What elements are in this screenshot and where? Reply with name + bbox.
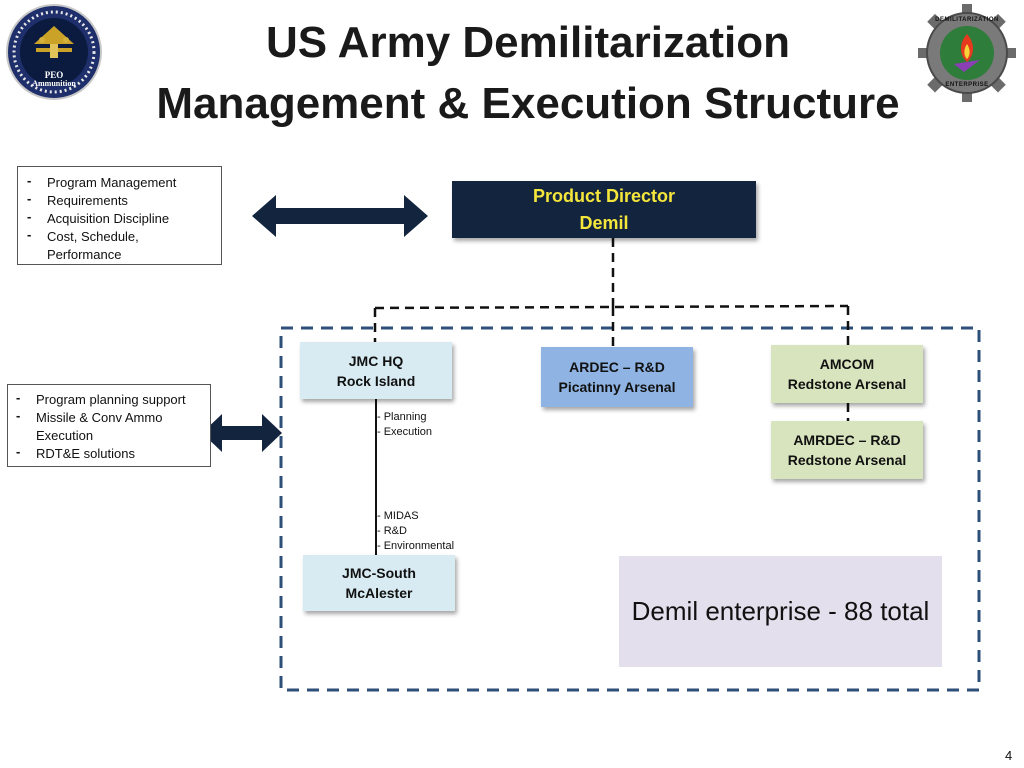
demil-enterprise-gear-icon: [918, 4, 1016, 102]
note-item: Missile & Conv Ammo Execution: [16, 407, 181, 445]
demil-enterprise-logo: DEMILITARIZATION ENTERPRISE: [918, 4, 1016, 102]
demil-logo-top-text: DEMILITARIZATION: [935, 17, 999, 23]
peo-logo-top-text: PEO: [44, 70, 64, 80]
product-director-box: Product Director Demil: [452, 181, 756, 238]
amcom-box: AMCOM Redstone Arsenal: [771, 345, 923, 403]
enterprise-boundary: [279, 326, 981, 692]
note-item: Acquisition Discipline: [27, 208, 212, 228]
peo-ammunition-logo: PEO Ammunition: [6, 4, 102, 100]
note-item: RDT&E solutions: [16, 443, 202, 463]
title-line-1: US Army Demilitarization: [265, 18, 791, 67]
enterprise-total-box: Demil enterprise - 88 total: [619, 556, 942, 667]
program-support-note: Program planning support Missile & Conv …: [7, 384, 211, 467]
program-management-note: Program Management Requirements Acquisit…: [17, 166, 222, 265]
amrdec-box: AMRDEC – R&D Redstone Arsenal: [771, 421, 923, 479]
demil-logo-bottom-text: ENTERPRISE: [945, 82, 989, 88]
jmc-south-box: JMC-South McAlester: [303, 555, 455, 611]
jmc-south-roles-note: - MIDAS - R&D - Environmental: [377, 510, 455, 552]
note-item: Cost, Schedule, Performance: [27, 226, 147, 264]
double-arrow-top: [252, 195, 428, 237]
title-line-2: Management & Execution Structure: [156, 79, 900, 128]
note-item: Requirements: [27, 190, 212, 210]
page-title: US Army Demilitarization Management & Ex…: [100, 12, 956, 134]
double-arrow-middle: [202, 414, 282, 452]
note-item: Program Management: [27, 172, 212, 192]
ardec-box: ARDEC – R&D Picatinny Arsenal: [541, 347, 693, 407]
connector-horizontal-bus: [374, 304, 849, 310]
page-number: 4: [1005, 748, 1013, 763]
note-item: Program planning support: [16, 389, 202, 409]
jmc-hq-box: JMC HQ Rock Island: [300, 342, 452, 399]
peo-logo-bottom-text: Ammunition: [32, 79, 76, 88]
peo-ammunition-seal-icon: [6, 4, 102, 100]
jmc-hq-roles-note: - Planning - Execution: [377, 411, 433, 438]
